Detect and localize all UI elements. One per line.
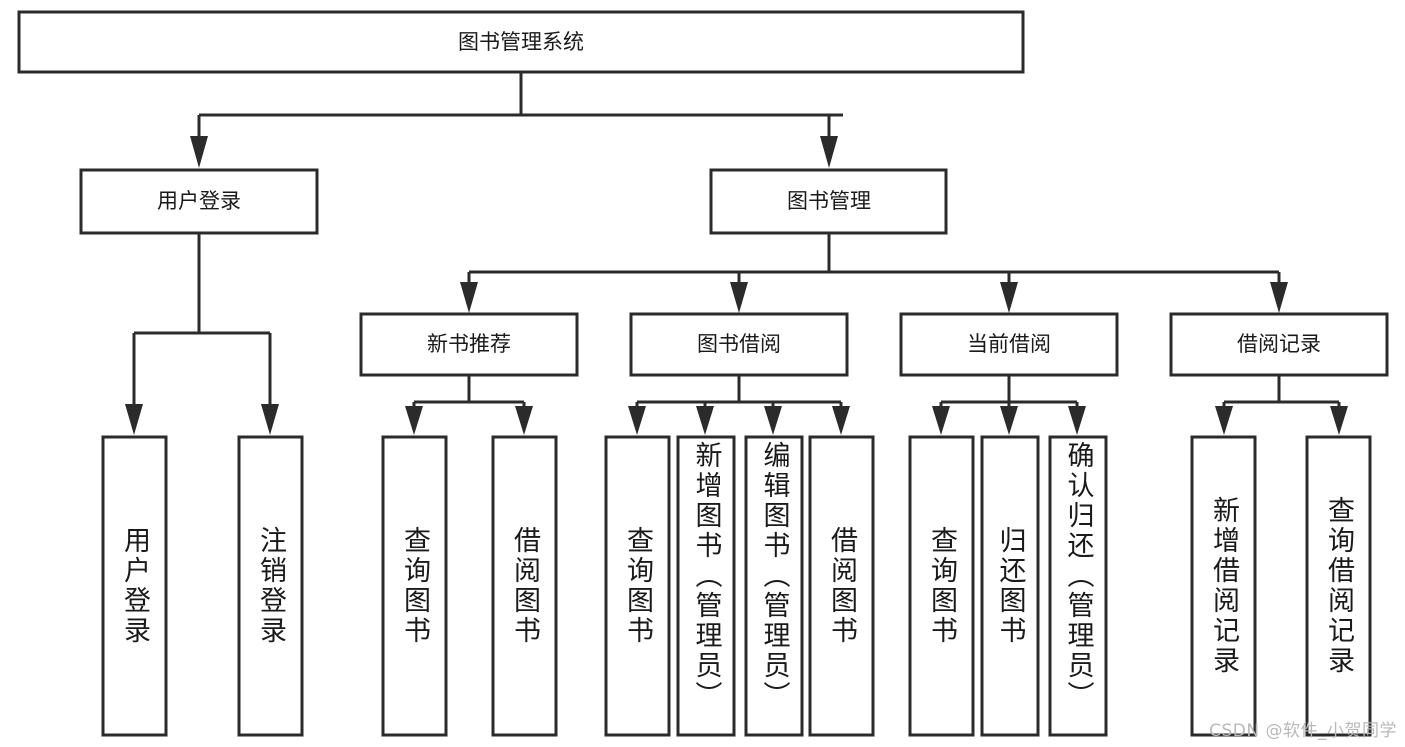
connector-current-borrow-children — [932, 375, 1086, 435]
arrow-head-leaf-query-book-3 — [932, 406, 950, 435]
arrow-head-leaf-edit-book — [764, 406, 782, 435]
node-label-book-manage: 图书管理 — [787, 189, 871, 213]
node-box-new-book-recommend[interactable] — [359, 312, 579, 377]
arrow-head-leaf-add-record — [1215, 406, 1233, 435]
node-box-book-borrow[interactable] — [629, 312, 849, 377]
arrow-head-leaf-user-login — [125, 404, 143, 435]
node-box-leaf-confirm-return[interactable] — [1048, 435, 1108, 737]
arrow-head-leaf-query-book-1 — [405, 406, 423, 435]
arrow-head-book-borrow — [730, 282, 748, 313]
node-box-leaf-edit-book[interactable] — [744, 435, 804, 737]
arrow-head-leaf-user-logout — [261, 404, 279, 435]
connector-book-manage-children — [460, 233, 1288, 313]
node-box-leaf-borrow-book-2[interactable] — [808, 435, 875, 737]
node-label-current-borrow: 当前借阅 — [967, 332, 1051, 356]
arrow-head-leaf-query-book-2 — [628, 406, 646, 435]
node-box-leaf-user-logout[interactable] — [237, 435, 304, 737]
arrow-head-book-manage — [820, 136, 838, 168]
arrow-head-leaf-borrow-book-2 — [832, 406, 850, 435]
node-label-user-login: 用户登录 — [157, 189, 241, 213]
node-box-root[interactable] — [17, 10, 1025, 74]
arrow-head-current-borrow — [1000, 282, 1018, 313]
node-box-user-login[interactable] — [79, 168, 319, 235]
node-box-book-manage[interactable] — [709, 168, 948, 235]
arrow-head-leaf-confirm-return — [1068, 406, 1086, 435]
node-box-leaf-query-book-1[interactable] — [381, 435, 448, 737]
node-box-leaf-query-record[interactable] — [1305, 435, 1372, 737]
connector-new-book-recommend-children — [405, 375, 533, 435]
node-box-leaf-return-book[interactable] — [980, 435, 1040, 737]
connector-root-to-level2 — [190, 72, 843, 168]
node-box-leaf-add-record[interactable] — [1190, 435, 1257, 737]
arrow-head-leaf-borrow-book-1 — [515, 406, 533, 435]
watermark-text: CSDN @软件_小贺同学 — [1209, 721, 1397, 741]
node-box-borrow-record[interactable] — [1169, 312, 1389, 377]
node-label-new-book-recommend: 新书推荐 — [427, 332, 511, 356]
arrow-head-leaf-return-book — [1000, 406, 1018, 435]
arrow-head-new-book-recommend — [460, 282, 478, 313]
arrow-head-user-login — [190, 136, 208, 168]
node-box-leaf-query-book-3[interactable] — [908, 435, 975, 737]
connector-user-login-children — [125, 233, 279, 435]
connector-book-borrow-children — [628, 375, 850, 435]
node-box-leaf-user-login[interactable] — [101, 435, 168, 737]
node-label-book-borrow: 图书借阅 — [697, 332, 781, 356]
node-box-leaf-query-book-2[interactable] — [604, 435, 671, 737]
arrow-head-borrow-record — [1270, 282, 1288, 313]
arrow-head-leaf-add-book — [696, 406, 714, 435]
node-label-root: 图书管理系统 — [458, 30, 584, 54]
arrow-head-leaf-query-record — [1330, 406, 1348, 435]
node-box-leaf-borrow-book-1[interactable] — [491, 435, 558, 737]
node-box-leaf-add-book[interactable] — [676, 435, 736, 737]
node-label-borrow-record: 借阅记录 — [1237, 332, 1321, 356]
node-box-current-borrow[interactable] — [899, 312, 1119, 377]
connector-borrow-record-children — [1215, 375, 1348, 435]
